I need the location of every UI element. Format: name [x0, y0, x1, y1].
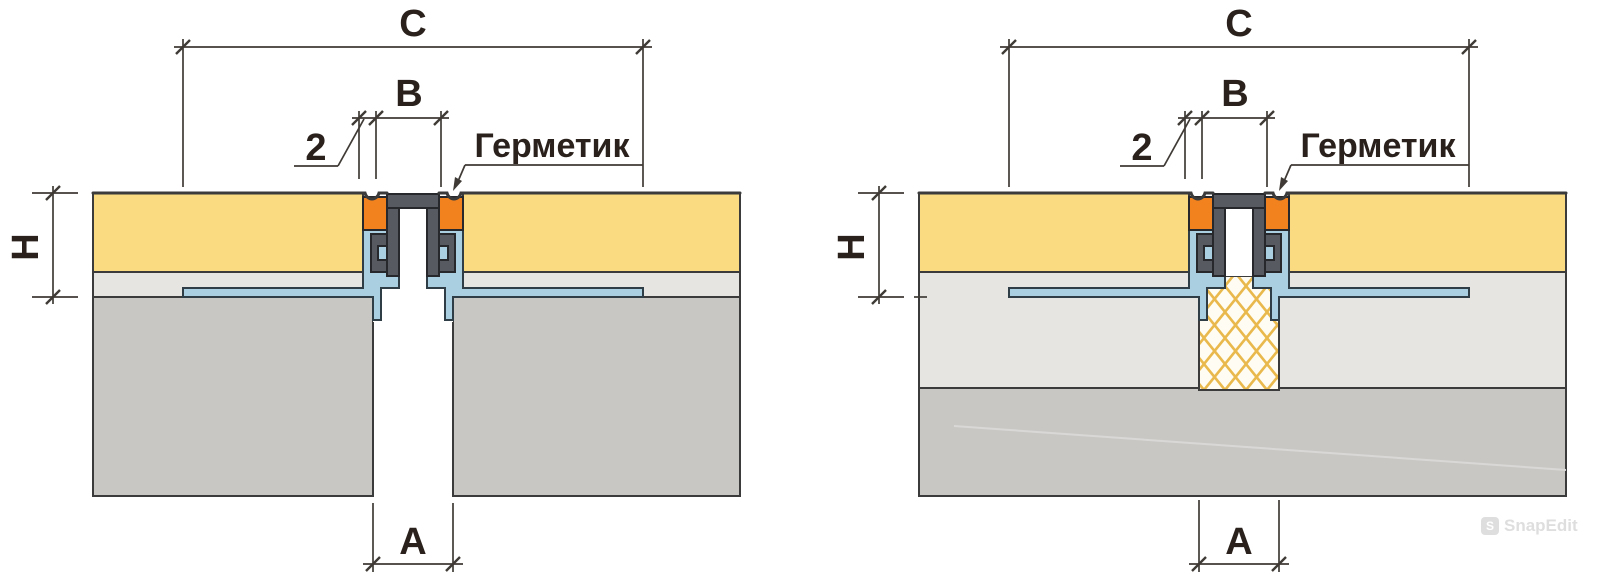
concrete-slab [918, 387, 1567, 497]
finish-layer-left-slab [92, 192, 364, 273]
dimension-a: A [363, 503, 463, 572]
dim-b-label: B [1221, 73, 1248, 115]
concrete-slab-left [92, 296, 374, 497]
leader-arrowhead [1279, 177, 1288, 191]
insert-left-clip [370, 233, 388, 273]
finish-layer-right-slab [462, 192, 741, 273]
leader-arrowhead [453, 177, 462, 191]
insert-left-clip [1196, 233, 1214, 273]
watermark-logo-icon: S [1481, 517, 1499, 535]
dim-b-label: B [395, 73, 422, 115]
dimension-a: A [1189, 500, 1289, 572]
insert-right-clip [438, 233, 456, 273]
dim-offset-label: 2 [1131, 127, 1152, 169]
profile-slot-gap [1225, 204, 1253, 276]
dim-a-label: A [399, 521, 426, 563]
dim-h-label: H [831, 233, 873, 260]
sealant-left [1188, 196, 1214, 231]
dim-h-label: H [5, 233, 47, 260]
concrete-slab-right [452, 296, 741, 497]
dim-c-label: C [1225, 3, 1252, 45]
sealant-left [362, 196, 388, 231]
rubber-insert [370, 193, 456, 277]
expansion-joint-diagram-filled: C B 2 Герметик H [831, 3, 1568, 572]
rubber-insert [1196, 193, 1282, 277]
insert-left-wall [386, 207, 400, 277]
sealant-right [438, 196, 464, 231]
sealant-strips [362, 196, 464, 231]
insert-left-wall [1212, 207, 1226, 277]
insert-right-wall [1252, 207, 1266, 277]
sealant-right [1264, 196, 1290, 231]
finish-layer-left-slab [918, 192, 1190, 273]
insert-cap [1212, 193, 1266, 209]
dimension-h: H [5, 185, 78, 305]
dimension-b: B [351, 73, 449, 187]
insert-cap [386, 193, 440, 209]
watermark: S SnapEdit [1481, 516, 1578, 536]
sealant-label: Герметик [1301, 127, 1457, 165]
slab-texture-line [953, 425, 1567, 471]
dimension-offset-2: 2 [294, 118, 365, 169]
mineral-wool-filler [1198, 275, 1280, 391]
dimension-c: C [174, 3, 652, 187]
sealant-strips [1188, 196, 1290, 231]
dimension-b: B [1177, 73, 1275, 187]
joint-filler [1198, 204, 1280, 391]
sealant-callout: Герметик [453, 127, 643, 191]
dim-offset-label: 2 [305, 127, 326, 169]
insert-right-clip [1264, 233, 1282, 273]
floor-surface-line [91, 191, 742, 201]
watermark-text: SnapEdit [1504, 516, 1578, 535]
dim-c-label: C [399, 3, 426, 45]
dimension-offset-2: 2 [1120, 118, 1191, 169]
sealant-label: Герметик [475, 127, 631, 165]
dimension-c: C [1000, 3, 1478, 187]
floor-surface-line [917, 191, 1568, 201]
expansion-joint-diagram-open: C B 2 Герметик H A [5, 3, 742, 572]
finish-layer-right-slab [1288, 192, 1567, 273]
sealant-callout: Герметик [1279, 127, 1469, 191]
profile-slot-gap [399, 204, 427, 276]
insert-right-wall [426, 207, 440, 277]
dimension-h: H [831, 185, 927, 305]
dim-a-label: A [1225, 521, 1252, 563]
